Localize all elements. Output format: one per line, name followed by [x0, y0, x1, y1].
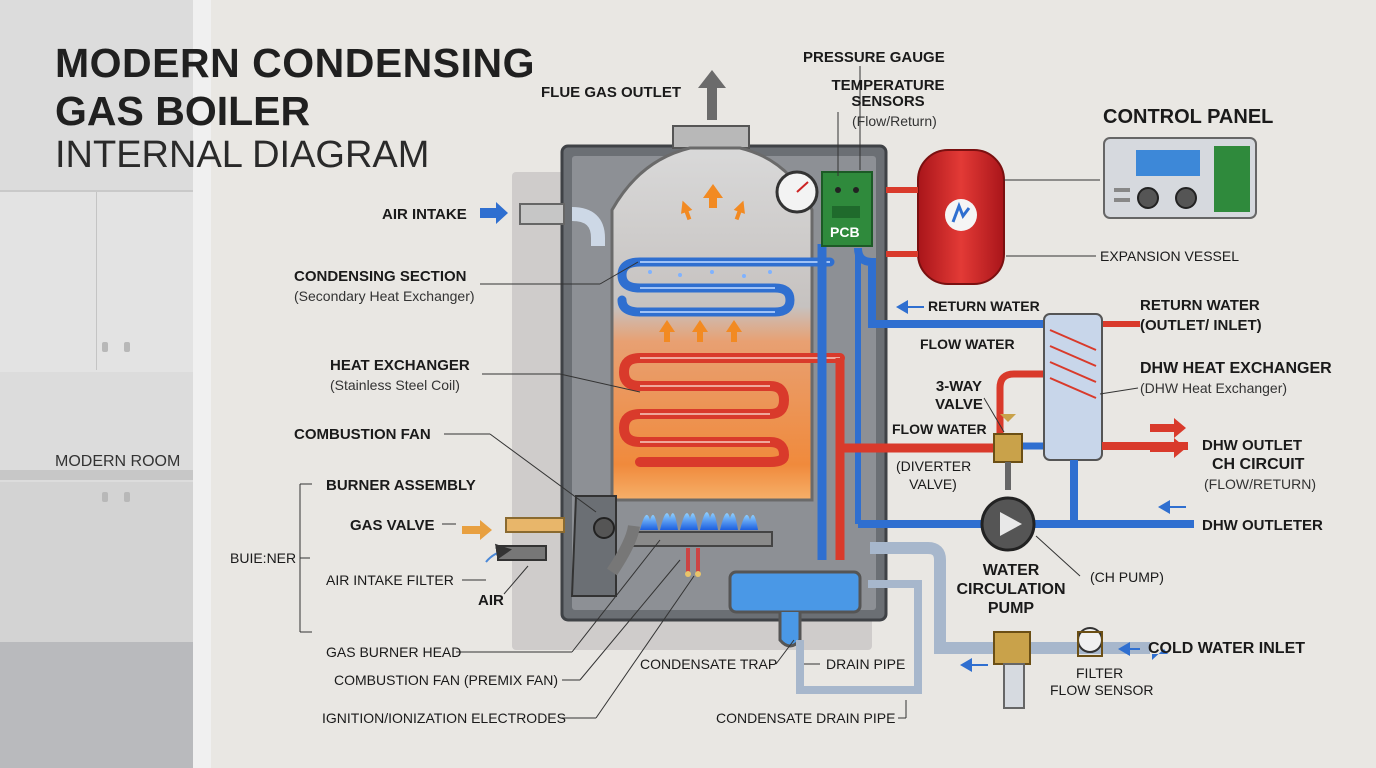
three-way-valve-label: 3-WAY VALVE — [935, 378, 983, 413]
air-intake-filter-label: AIR INTAKE FILTER — [326, 572, 454, 588]
return-water-left-label: RETURN WATER — [928, 298, 1040, 314]
return-water-right-label: RETURN WATER — [1140, 297, 1260, 314]
condensing-coil — [617, 257, 835, 317]
floor — [0, 642, 193, 768]
boiler-casing — [560, 144, 888, 622]
combustion-fan-label: COMBUSTION FAN — [294, 426, 431, 443]
lower-cabinet — [0, 482, 193, 642]
condensing-section-label: CONDENSING SECTION — [294, 268, 467, 285]
play-icon — [1000, 512, 1022, 536]
control-panel — [1103, 137, 1257, 219]
burner-bar — [631, 531, 773, 547]
arrow-up-icon — [698, 70, 726, 120]
water-circulation-pump-label: WATER CIRCULATION PUMP — [956, 562, 1066, 617]
ch-circuit-sub: (FLOW/RETURN) — [1204, 476, 1316, 492]
diverter-valve-label: (DIVERTER VALVE) — [896, 458, 972, 492]
heat-exchanger-coil — [618, 353, 845, 467]
temperature-sensors-label: TEMPERATURE SENSORS — [831, 77, 945, 110]
condensate-trap-label: CONDENSATE TRAP — [640, 656, 778, 672]
room-background — [0, 0, 193, 768]
flow-water-mid-label: FLOW WATER — [892, 421, 987, 437]
pressure-gauge-label: PRESSURE GAUGE — [803, 49, 945, 66]
condensate-trap — [728, 570, 862, 614]
combustion-fan-premix-label: COMBUSTION FAN (PREMIX FAN) — [334, 672, 559, 688]
page-subtitle: INTERNAL DIAGRAM — [55, 134, 430, 176]
ignition-electrodes-label: IGNITION/IONIZATION ELECTRODES — [322, 710, 566, 726]
flue-gas-outlet-label: FLUE GAS OUTLET — [541, 84, 681, 101]
page-title-line2: GAS BOILER — [55, 88, 311, 134]
circulation-pump — [980, 496, 1036, 552]
expansion-vessel-label: EXPANSION VESSEL — [1100, 248, 1240, 264]
temperature-sensors-sub: (Flow/Return) — [852, 113, 937, 129]
upper-cabinet — [0, 190, 193, 372]
condensate-drain-pipe-label: CONDENSATE DRAIN PIPE — [716, 710, 896, 726]
flow-water-top-label: FLOW WATER — [920, 336, 1015, 352]
wall-edge — [193, 0, 211, 768]
ch-pump-label: (CH PUMP) — [1090, 569, 1164, 585]
dhw-outleter-label: DHW OUTLETER — [1202, 517, 1323, 534]
return-water-right-sub: (OUTLET/ INLET) — [1140, 317, 1262, 334]
burner-assembly-label: BURNER ASSEMBLY — [326, 477, 476, 494]
filter-label: FILTER — [1076, 665, 1124, 681]
gas-valve-label: GAS VALVE — [350, 517, 435, 534]
flames — [640, 512, 758, 530]
dhw-outlet-label: DHW OUTLET — [1202, 437, 1302, 454]
three-way-valve — [993, 433, 1023, 463]
pcb-label: PCB — [830, 224, 860, 240]
ch-circuit-label: CH CIRCUIT — [1212, 456, 1305, 473]
hot-gas-arrows — [659, 184, 745, 342]
cold-water-inlet-label: COLD WATER INLET — [1148, 640, 1306, 657]
page-title: MODERN CONDENSING — [55, 40, 536, 86]
drain-pipe-label: DRAIN PIPE — [826, 656, 906, 672]
gauge-icon — [775, 170, 819, 214]
expansion-vessel — [917, 149, 1005, 285]
heat-exchanger-sub: (Stainless Steel Coil) — [330, 377, 460, 393]
air-label: AIR — [478, 592, 504, 609]
control-panel-label: CONTROL PANEL — [1103, 106, 1274, 128]
dhw-heat-exchanger-sub: (DHW Heat Exchanger) — [1140, 380, 1288, 396]
air-intake-label: AIR INTAKE — [382, 206, 467, 223]
counter — [0, 470, 193, 480]
room-label: MODERN ROOM — [55, 453, 181, 470]
dhw-heat-exchanger-label: DHW HEAT EXCHANGER — [1140, 360, 1332, 377]
gas-burner-head-label: GAS BURNER HEAD — [326, 644, 462, 660]
combustion-fan-body — [570, 495, 617, 597]
heat-exchanger-label: HEAT EXCHANGER — [330, 357, 470, 374]
buiener-label: BUIE:NER — [230, 550, 297, 566]
combustion-chamber — [610, 146, 814, 502]
flow-sensor-label: FLOW SENSOR — [1050, 682, 1154, 698]
dhw-heat-exchanger — [1043, 313, 1103, 461]
condensing-section-sub: (Secondary Heat Exchanger) — [294, 288, 475, 304]
